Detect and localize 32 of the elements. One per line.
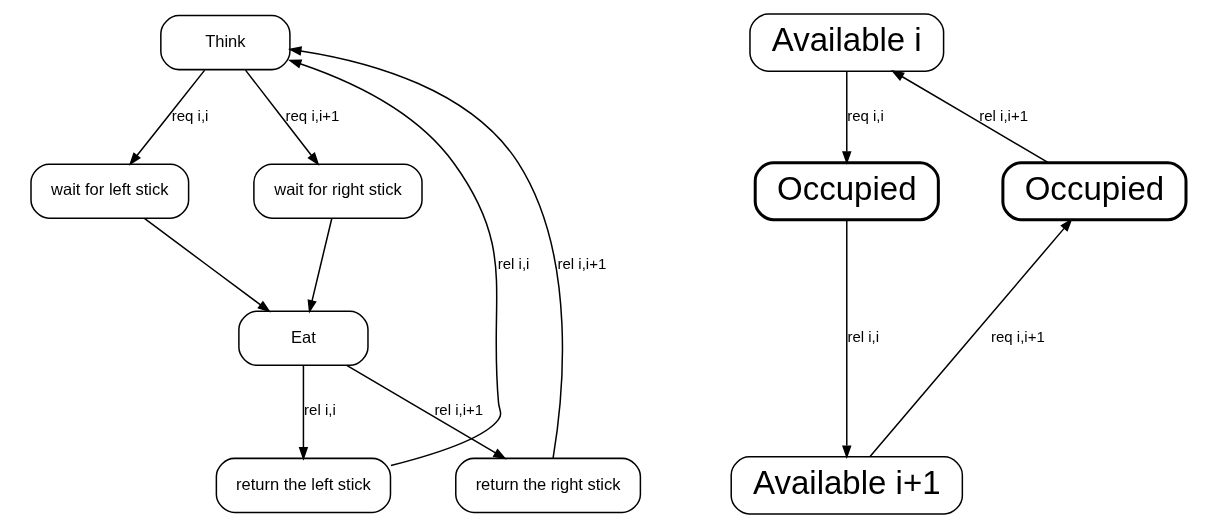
edge-label: req i,i bbox=[171, 106, 209, 124]
edge-label: rel i,i bbox=[847, 328, 880, 346]
arrow bbox=[842, 70, 852, 165]
node-box: Eat bbox=[238, 310, 369, 367]
arrow bbox=[346, 364, 507, 460]
node-box: wait for right stick bbox=[253, 163, 423, 219]
edge-label: rel i,i bbox=[304, 400, 336, 418]
node-box: wait for left stick bbox=[30, 163, 190, 219]
edge-label: req i,i+1 bbox=[285, 106, 340, 124]
edge-label: rel i,i bbox=[497, 255, 530, 273]
arrow bbox=[288, 46, 564, 459]
edge-label: rel i,i+1 bbox=[979, 106, 1029, 124]
arrow bbox=[287, 59, 502, 467]
node-box: return the left stick bbox=[215, 457, 392, 514]
arrow bbox=[890, 70, 1049, 164]
arrow bbox=[307, 217, 333, 314]
arrow bbox=[128, 69, 206, 166]
arrow bbox=[869, 218, 1073, 458]
arrow bbox=[298, 364, 309, 461]
node-box: Think bbox=[160, 14, 291, 71]
edge-label: rel i,i+1 bbox=[557, 255, 607, 273]
edge-label: req i,i bbox=[847, 106, 884, 124]
node-box: Available i+1 bbox=[730, 456, 964, 515]
arrow bbox=[244, 69, 320, 166]
arrow bbox=[143, 217, 271, 313]
edge-label: req i,i+1 bbox=[990, 328, 1045, 346]
edge-label: rel i,i+1 bbox=[434, 400, 484, 418]
node-box: return the right stick bbox=[455, 457, 642, 514]
node-box: Available i bbox=[749, 13, 945, 72]
node-box: Occupied bbox=[753, 161, 940, 222]
node-box: Occupied bbox=[1001, 161, 1188, 222]
arrow bbox=[842, 219, 852, 460]
